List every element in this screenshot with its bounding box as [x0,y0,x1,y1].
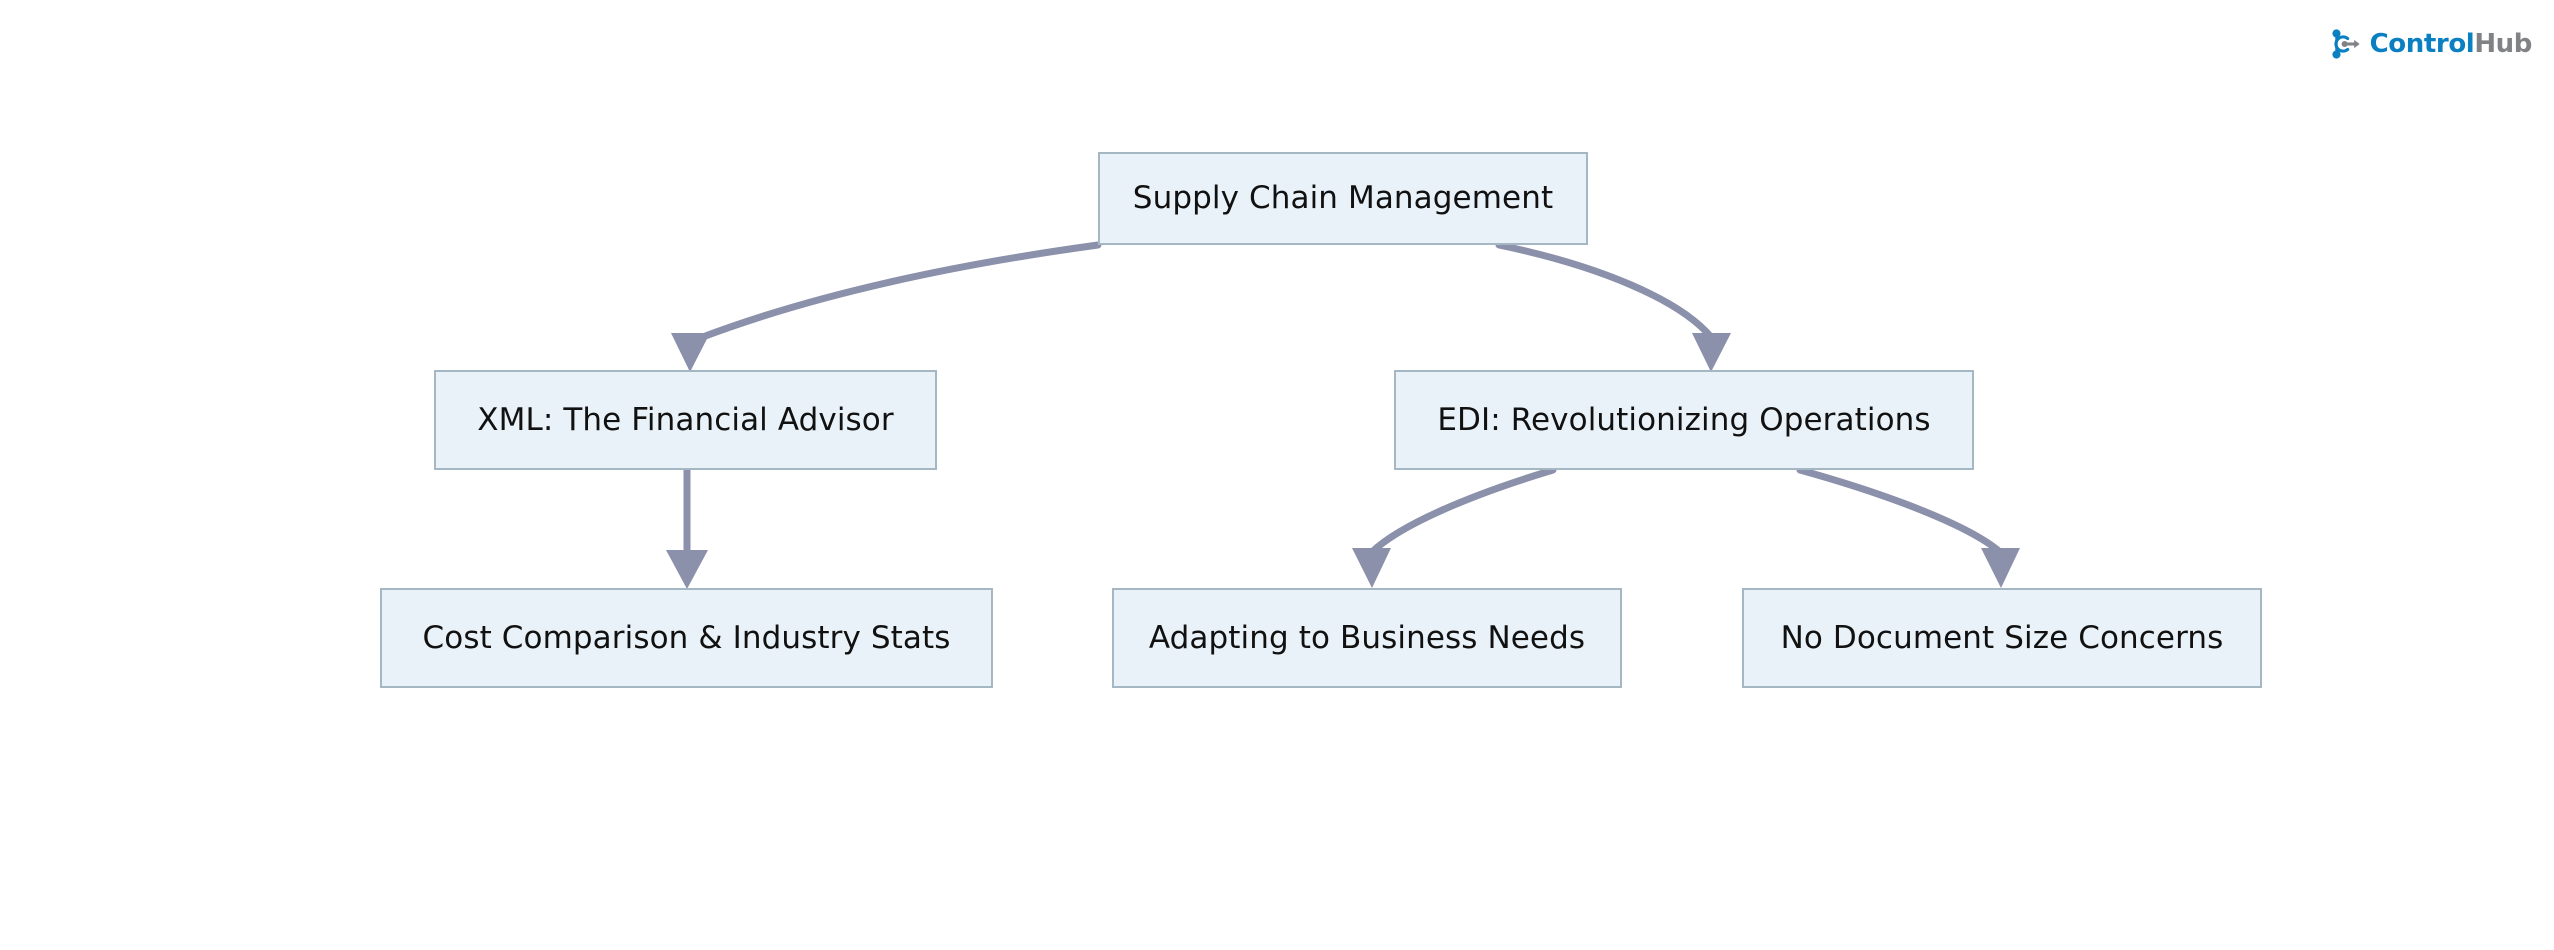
logo-word-control: Control [2369,29,2475,59]
node-xml-financial-advisor[interactable]: XML: The Financial Advisor [434,370,937,470]
logo-word-hub: Hub [2474,29,2532,59]
node-label: XML: The Financial Advisor [477,401,894,438]
node-cost-comparison-industry-stats[interactable]: Cost Comparison & Industry Stats [380,588,993,688]
edge-edi-to-nodocsize [1796,466,2020,588]
logo-wordmark: ControlHub [2369,29,2533,59]
edge-root-to-xml [671,241,1102,372]
node-label: Cost Comparison & Industry Stats [422,619,951,656]
node-label: Adapting to Business Needs [1148,619,1586,656]
node-label: No Document Size Concerns [1780,619,2224,656]
node-adapting-to-business-needs[interactable]: Adapting to Business Needs [1112,588,1622,688]
node-no-document-size-concerns[interactable]: No Document Size Concerns [1742,588,2262,688]
network-node-icon [2332,29,2360,59]
node-edi-revolutionizing-operations[interactable]: EDI: Revolutionizing Operations [1394,370,1974,470]
node-supply-chain-management[interactable]: Supply Chain Management [1098,152,1588,245]
edge-xml-to-cost [666,470,708,589]
node-label: Supply Chain Management [1132,180,1554,217]
node-label: EDI: Revolutionizing Operations [1437,401,1931,438]
controlhub-logo: ControlHub [2329,24,2532,64]
edge-root-to-edi [1495,241,1731,372]
edge-edi-to-adapting [1352,466,1557,588]
